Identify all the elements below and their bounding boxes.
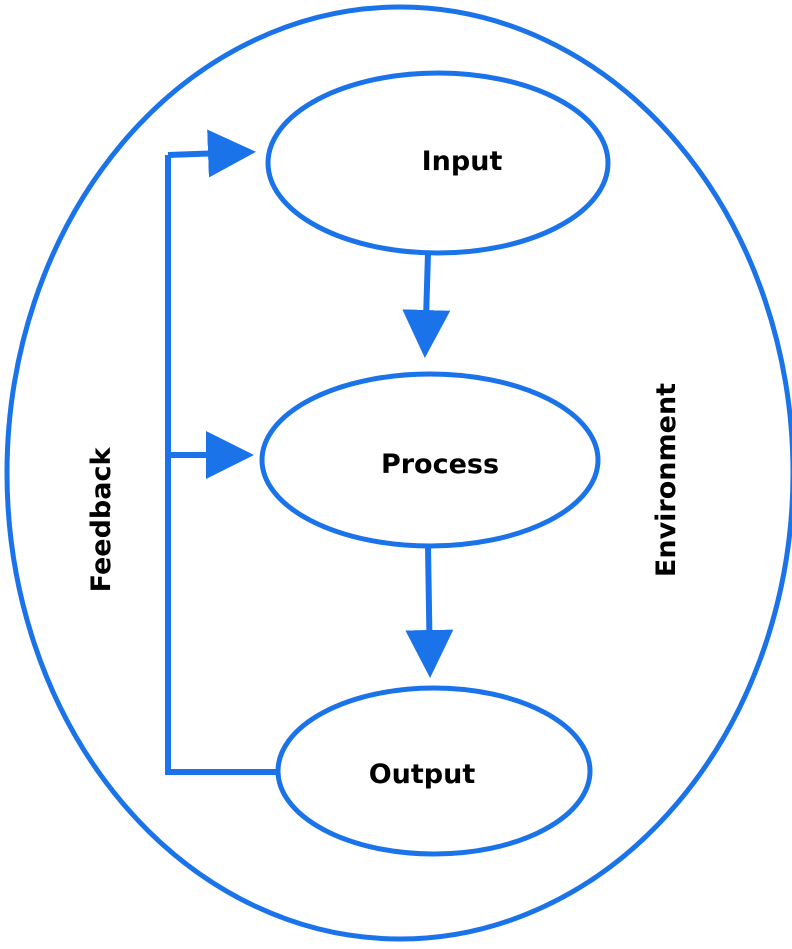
process-node: Process [259, 371, 601, 549]
input-ellipse [265, 70, 611, 256]
environment-boundary [4, 4, 792, 942]
input-node: Input [265, 70, 611, 256]
feedback-loop-line [165, 155, 278, 775]
arrow-input-to-process [402, 252, 451, 358]
arrow-process-to-output [405, 545, 454, 678]
input-label: Input [422, 146, 503, 177]
output-label: Output [369, 759, 476, 790]
feedback-label: Feedback [86, 447, 117, 593]
process-label: Process [381, 449, 499, 480]
environment-label: Environment [651, 383, 682, 577]
output-node: Output [275, 685, 593, 857]
feedback-arrow-to-input [167, 129, 256, 178]
